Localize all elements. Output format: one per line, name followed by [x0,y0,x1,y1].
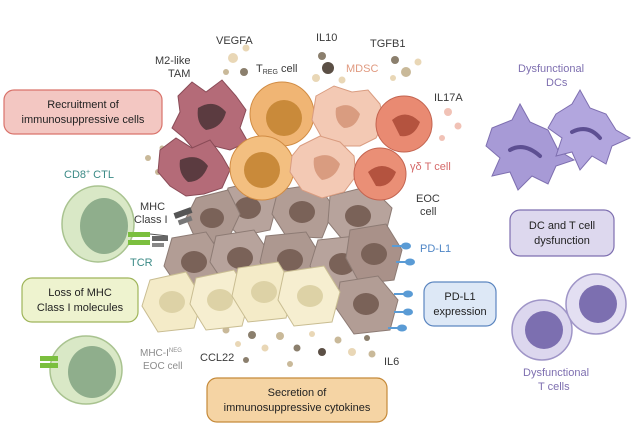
label-il6: IL6 [384,356,399,368]
tcr-receptor-lower [40,356,58,368]
treg-cell [229,135,295,201]
dysf-t-cell [565,273,627,335]
label-tam: TAM [168,68,190,80]
m2-tam-cell [171,79,249,153]
mhc-class-i-molecule [152,207,193,247]
label-gd-t-cell: γδ T cell [410,161,451,173]
label-eoc: EOC [416,193,440,205]
label-cd8-ctl: CD8+ CTL [64,169,114,181]
loss-mhc-box: Loss of MHC Class I molecules [21,277,139,323]
label-tgfb1: TGFB1 [370,38,405,50]
m2-tam-cell [157,137,231,197]
m2-tam-cells [157,79,249,197]
mhc-neg-cell [277,265,341,327]
label-tcr: TCR [130,257,153,269]
pd-l1-expression-box: PD-L1 expression [423,281,497,327]
pd-l1-receptor [394,290,413,298]
recruitment-line-2: immunosuppressive cells [22,114,145,126]
pd-l1-molecules [388,242,415,332]
tcr-receptor [128,232,169,245]
gd-t-cell [375,95,433,153]
label-mhc-neg-eoc: EOC cell [143,361,182,372]
label-mhc-neg: MHC-INEG [140,348,182,359]
label-dysf-dcs-1: Dysfunctional [518,63,584,75]
treg-cell [249,81,315,147]
mhc-neg-cell [141,271,203,333]
label-dysf-dcs-2: DCs [546,77,568,89]
label-pd-l1: PD-L1 [420,243,451,255]
label-class-i: Class I [134,214,168,226]
dc-t-dysf-line-2: dysfunction [534,235,590,247]
gamma-delta-t-cells [353,95,433,201]
eoc-tumor-cluster [163,179,403,335]
pd-l1-receptor [396,258,415,266]
secretion-line-1: Secretion of [268,387,328,399]
dc-t-dysf-line-1: DC and T cell [529,220,595,232]
label-il17a: IL17A [434,92,463,104]
dc-t-dysfunction-box: DC and T cell dysfunction [509,209,615,257]
label-treg-cell: TREG cell [256,63,297,76]
mdsc-cell [289,135,357,199]
secretion-box: Secretion of immunosuppressive cytokines [206,377,388,423]
label-il10: IL10 [316,32,337,44]
cytokine-dots [145,44,462,367]
label-dysf-t-1: Dysfunctional [523,367,589,379]
dysf-t-cell [511,299,573,361]
secretion-line-2: immunosuppressive cytokines [224,402,371,414]
label-mdsc: MDSC [346,63,378,75]
pd-l1-receptor [392,242,411,250]
gd-t-cell [353,147,407,201]
eoc-cell [345,223,403,285]
dc-cell [485,102,576,191]
mhc-neg-eoc-cells [141,261,341,333]
ctl-cell-lower [49,335,123,405]
pd-l1-receptor [388,324,407,332]
dc-cell [547,88,632,171]
pd-l1-expr-line-2: expression [433,306,486,318]
label-eoc-cell: cell [420,206,437,218]
treg-cells [229,81,315,201]
loss-mhc-line-2: Class I molecules [37,302,124,314]
label-ccl22: CCL22 [200,352,234,364]
label-vegfa: VEGFA [216,35,253,47]
recruitment-box: Recruitment of immunosuppressive cells [3,89,163,135]
loss-mhc-line-1: Loss of MHC [48,287,112,299]
eoc-cell [335,275,399,335]
pd-l1-expr-line-1: PD-L1 [444,291,475,303]
dysfunctional-dcs [485,88,632,191]
eoc-cell [185,189,241,245]
pd-l1-receptor [394,308,413,316]
dysfunctional-t-cells [511,273,627,361]
label-mhc: MHC [140,201,165,213]
cd8-ctl-cell [61,185,135,263]
mdsc-cells [289,85,385,199]
eoc-cell [271,183,335,239]
mdsc-cell [311,85,385,147]
recruitment-line-1: Recruitment of [47,99,119,111]
mhc-neg-cell [231,261,295,323]
label-dysf-t-2: T cells [538,381,570,393]
label-m2-like: M2-like [155,55,190,67]
